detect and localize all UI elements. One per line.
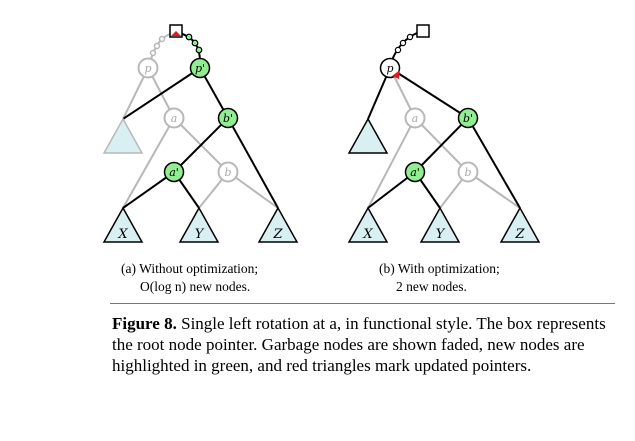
panel-a-caption-line1: (a) Without optimization;: [121, 261, 259, 276]
panel-b-label-b: b: [464, 166, 471, 179]
panel-a-edge: [227, 117, 279, 209]
panel-b-node-b: [457, 161, 479, 183]
panel-b-node-a-new: [404, 161, 426, 183]
panel-a-updated-pointer-mark: [171, 31, 181, 36]
panel-b-pointer-dot: [406, 33, 414, 41]
panel-a-edge: [122, 171, 175, 209]
panel-b-label-x: X: [362, 227, 373, 242]
diagram-canvas: p a b p' b' a' X Y Z: [102, 24, 541, 243]
panel-b-subtree-z: [499, 206, 541, 243]
panel-a-label-b: b: [224, 166, 231, 179]
panel-a-node-a-new: [163, 161, 185, 183]
panel-b-root-pointer: [391, 32, 418, 61]
panel-b-label-a-new: a': [410, 166, 420, 179]
panel-a-edge: [173, 117, 229, 173]
panel-a-label-y: Y: [195, 227, 205, 242]
panel-b-caption: (b) With optimization; 2 new nodes.: [379, 260, 500, 296]
panel-a-new-pointer-dot: [195, 46, 203, 54]
panel-b-label-z: Z: [514, 227, 525, 242]
panel-a-caption: (a) Without optimization; O(log n) new n…: [121, 260, 258, 296]
panel-b-diagram: p a b b' a' X Y Z: [347, 24, 541, 243]
panel-b-label-a: a: [412, 112, 419, 125]
panel-a-node-p-new: [189, 57, 211, 79]
figure-label: Figure 8.: [112, 314, 177, 333]
panel-a-faded-root-pointer: [149, 32, 173, 63]
panel-b-edge: [467, 117, 521, 209]
panel-b-edge: [389, 67, 469, 119]
panel-b-label-p: p: [386, 62, 393, 75]
panel-b-label-y: Y: [436, 227, 446, 242]
panel-a-subtree-z: [257, 206, 299, 243]
panel-a-label-a-new: a': [169, 166, 179, 179]
panel-b-label-b-new: b': [463, 112, 473, 125]
panel-b-subtree-triangle: [347, 117, 389, 154]
panel-a-label-z: Z: [272, 227, 283, 242]
panel-a-diagram: p a b p' b' a' X Y Z: [102, 24, 299, 243]
caption-divider: [110, 303, 615, 304]
panel-b-subtree-x: [347, 206, 389, 243]
panel-a-label-b-new: b': [223, 112, 233, 125]
figure-caption: Figure 8. Single left rotation at a, in …: [112, 313, 622, 376]
panel-b-node-b-new: [457, 107, 479, 129]
panel-a-edge: [122, 67, 201, 120]
panel-a-label-p: p: [144, 62, 151, 75]
panel-b-node-p: [379, 57, 401, 79]
panel-a-subtree-triangle: [102, 117, 144, 154]
panel-b-root-box: [416, 24, 430, 38]
panel-b-edge: [414, 117, 469, 173]
panel-a-faded-pointer-dot: [149, 49, 157, 57]
panel-a-new-pointer-dot: [185, 33, 193, 41]
panel-a-faded-edge: [122, 117, 175, 209]
panel-a-node-b-new: [217, 107, 239, 129]
panel-b-node-a: [404, 107, 426, 129]
panel-a-node-p: [137, 57, 159, 79]
panel-b-faded-edge: [467, 171, 521, 209]
panel-a-faded-pointer-dot: [153, 42, 161, 50]
panel-a-node-a: [163, 107, 185, 129]
figure-caption-text: Single left rotation at a, in functional…: [112, 314, 606, 375]
panel-b-caption-line1: (b) With optimization;: [379, 261, 500, 276]
panel-a-new-pointer-dot: [191, 39, 199, 47]
panel-a-caption-line2: O(log n) new nodes.: [140, 279, 251, 294]
panel-a-label-p-new: p': [195, 62, 205, 75]
panel-b-updated-pointer-mark: [392, 70, 400, 79]
panel-a-label-x: X: [117, 227, 128, 242]
panel-b-pointer-dot: [399, 39, 407, 47]
panel-b-caption-line2: 2 new nodes.: [396, 279, 467, 294]
panel-a-label-a: a: [171, 112, 178, 125]
panel-a-node-b: [217, 161, 239, 183]
panel-a-subtree-x: [102, 206, 144, 243]
panel-b-subtree-y: [419, 206, 461, 243]
panel-b-pointer-dot: [394, 46, 402, 54]
panel-a-subtree-y: [178, 206, 220, 243]
panel-a-faded-pointer-dot: [158, 35, 166, 43]
panel-b-faded-edge: [367, 117, 416, 209]
